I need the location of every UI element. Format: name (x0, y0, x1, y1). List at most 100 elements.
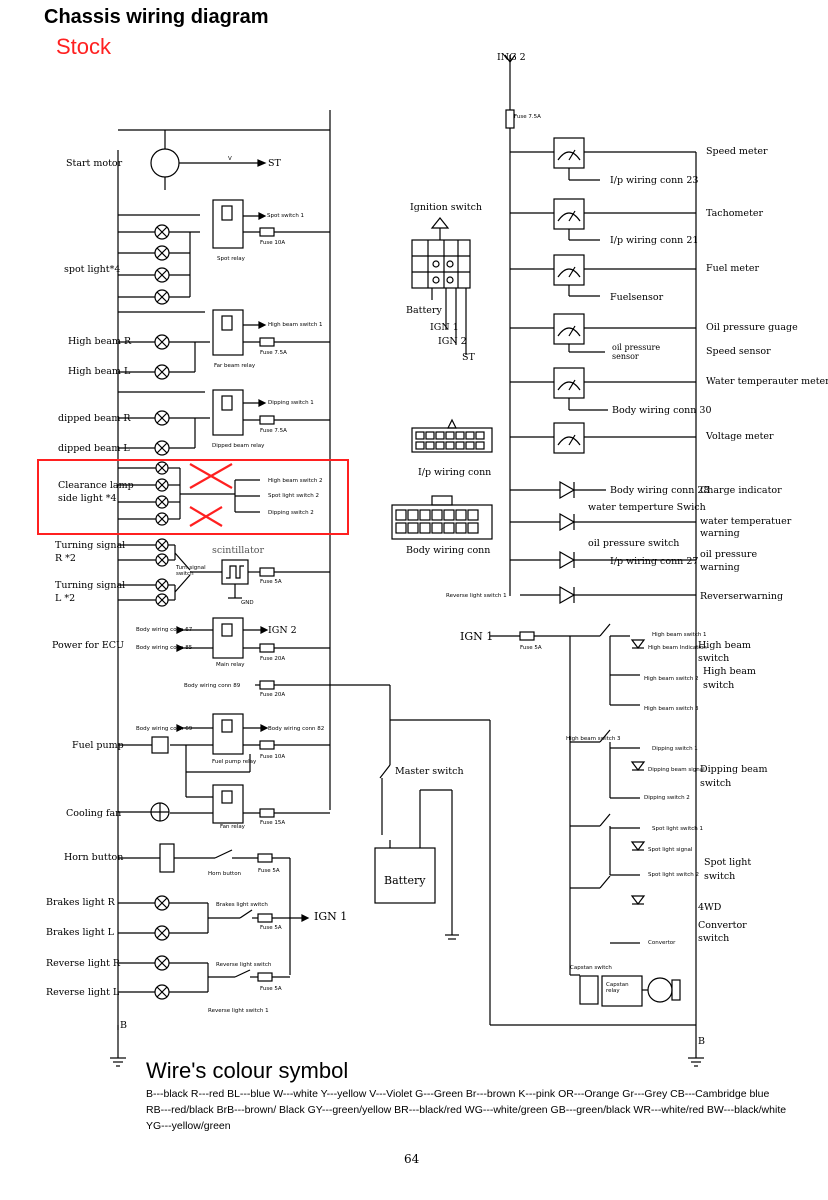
turning-signal-r-label: Turning signal (55, 540, 126, 551)
spot-switch-1-label: Spot switch 1 (267, 213, 305, 219)
clearance-lamps (118, 461, 260, 526)
b-left-label: B (120, 1020, 127, 1031)
legend-title: Wire's colour symbol (146, 1058, 349, 1083)
tachometer-label: Tachometer (706, 208, 764, 219)
fan-relay-label: Fan relay (220, 824, 245, 830)
high-beam-switch2-label: switch (698, 653, 730, 664)
brake-light-lamps (118, 895, 310, 941)
spot-light-switch2-label: switch (704, 871, 736, 882)
brake-light-switch-label: Brakes light switch (216, 902, 268, 908)
high-beam-switch-b2-label: switch (703, 680, 735, 691)
cross-out-icon (189, 463, 233, 527)
fuse-7-5a-label: Fuse 7.5A (260, 350, 287, 356)
fuel-meter-label: Fuel meter (706, 263, 760, 274)
fuse-5a-mid-label: Fuse 5A (520, 645, 542, 651)
water-temp-warning-label: water temperatuer (700, 516, 792, 527)
st-label: ST (268, 158, 281, 169)
side-light-label: side light *4 (58, 493, 117, 504)
fuse-10a-b-label: Fuse 10A (260, 754, 286, 760)
far-beam-relay-icon (212, 309, 330, 356)
ignition-switch-label: Ignition switch (410, 202, 483, 213)
fuel-pump-relay-icon (170, 713, 330, 773)
turning-signal-r2-label: R *2 (55, 553, 76, 564)
main-relay-icon (176, 617, 330, 659)
fuel-pump-label: Fuel pump (72, 740, 124, 751)
spot-light-switch-1-right-label: Spot light switch 1 (652, 826, 703, 832)
scintillator-label: scintillator (212, 545, 265, 556)
b-right-label: B (698, 1036, 705, 1047)
cooling-fan-label: Cooling fan (66, 808, 122, 819)
gnd-label: GND (241, 600, 254, 606)
fuse-5a-c-label: Fuse 5A (260, 925, 282, 931)
page-subtitle: Stock (56, 34, 112, 59)
charge-indicator-label: Charge indicator (700, 485, 782, 496)
dipping-switch-1-right-label: Dipping switch 1 (652, 746, 698, 752)
main-relay-label: Main relay (216, 662, 245, 668)
water-temp-switch-label: water temperture Swich (588, 502, 706, 513)
convertor-switch-label: Convertor (698, 920, 747, 931)
dipped-beam-r-label: dipped beam R (58, 413, 131, 424)
page-number: 64 (404, 1152, 420, 1166)
battery-small-label: Battery (406, 305, 442, 316)
fuse-5a-a-label: Fuse 5A (260, 579, 282, 585)
convertor-label: Convertor (648, 940, 676, 946)
far-beam-relay-label: Far beam relay (214, 363, 256, 369)
dipped-beam-l-label: dipped beam L (58, 443, 130, 454)
st-center-label: ST (462, 352, 475, 363)
reverse-light-switch-label: Reverse light switch (216, 962, 272, 968)
wire-code-v: V (228, 156, 232, 162)
spot-light-switch-2-right-label: Spot light switch 2 (648, 872, 699, 878)
hb-switch-3-left-label: High beam switch 3 (566, 736, 621, 742)
ip-conn-21-label: I/p wiring conn 21 (610, 235, 699, 246)
spot-light-lamps (118, 214, 200, 305)
hb-switch-1-label: High beam switch 1 (652, 632, 707, 638)
legend-line-1: B---black R---red BL---blue W---white Y-… (146, 1088, 770, 1100)
fwd-label: 4WD (698, 902, 722, 913)
body-wiring-conn-icon (391, 495, 493, 540)
fuelsensor-label: Fuelsensor (610, 292, 664, 303)
fuse-20a-line (255, 680, 391, 765)
body-conn-30-label: Body wiring conn 30 (612, 405, 712, 416)
spot-light-switch-label: Spot light (704, 857, 752, 868)
turn-signal-switch-label: Turn signal switch (176, 565, 206, 577)
high-beam-lamps (118, 311, 210, 380)
scintillator-icon (221, 559, 330, 599)
oil-pressure-warning2-label: warning (700, 562, 740, 573)
ip-wiring-conn-label: I/p wiring conn (418, 467, 492, 478)
dipping-beam-switch2-label: switch (700, 778, 732, 789)
convertor-switch2-label: switch (698, 933, 730, 944)
voltage-meter-label: Voltage meter (706, 431, 774, 442)
turning-signal-lamps (118, 538, 222, 607)
body-conn-89-label: Body wiring conn 89 (184, 683, 241, 689)
ign-2-relay-label: IGN 2 (268, 625, 297, 636)
dipped-beam-lamps (118, 391, 210, 456)
reverse-light-switch-1-center-label: Reverse light switch 1 (446, 593, 507, 599)
high-beam-switch-2-label: High beam switch 2 (268, 478, 323, 484)
horn-button-small-label: Horn button (208, 871, 242, 877)
body-wiring-conn-label: Body wiring conn (406, 545, 491, 556)
highlight-box (37, 459, 349, 535)
turning-signal-l-label: Turning signal (55, 580, 126, 591)
spot-light-signal-label: Spot light signal (648, 847, 693, 853)
ip-conn-23-label: I/p wiring conn 23 (610, 175, 699, 186)
battery-icon (374, 789, 459, 940)
spot-relay-label: Spot relay (217, 256, 245, 262)
page-title: Chassis wiring diagram (44, 6, 269, 28)
reverse-light-l-label: Reverse light L (46, 987, 120, 998)
fuel-pump-relay-label: Fuel pump relay (212, 759, 257, 765)
dipped-beam-relay-label: Dipped beam relay (212, 443, 265, 449)
oil-pressure-sensor-label: oil pressure sensor (612, 343, 661, 361)
gauges (510, 137, 696, 454)
body-conn-69-label: Body wiring conn 69 (136, 726, 193, 732)
capstan-relay-label: Capstan relay (606, 982, 629, 994)
switch-bus (489, 623, 696, 1026)
ign-1-mid-label: IGN 1 (460, 630, 494, 643)
ignition-switch-icon (411, 217, 471, 355)
fuse-7-5a-right-label: Fuse 7.5A (514, 114, 541, 120)
speed-sensor-label: Speed sensor (706, 346, 771, 357)
start-motor-label: Start motor (66, 158, 123, 169)
fuse-15a-label: Fuse 15A (260, 820, 286, 826)
high-beam-r-label: High beam R (68, 336, 132, 347)
high-beam-switch-1-label: High beam switch 1 (268, 322, 323, 328)
